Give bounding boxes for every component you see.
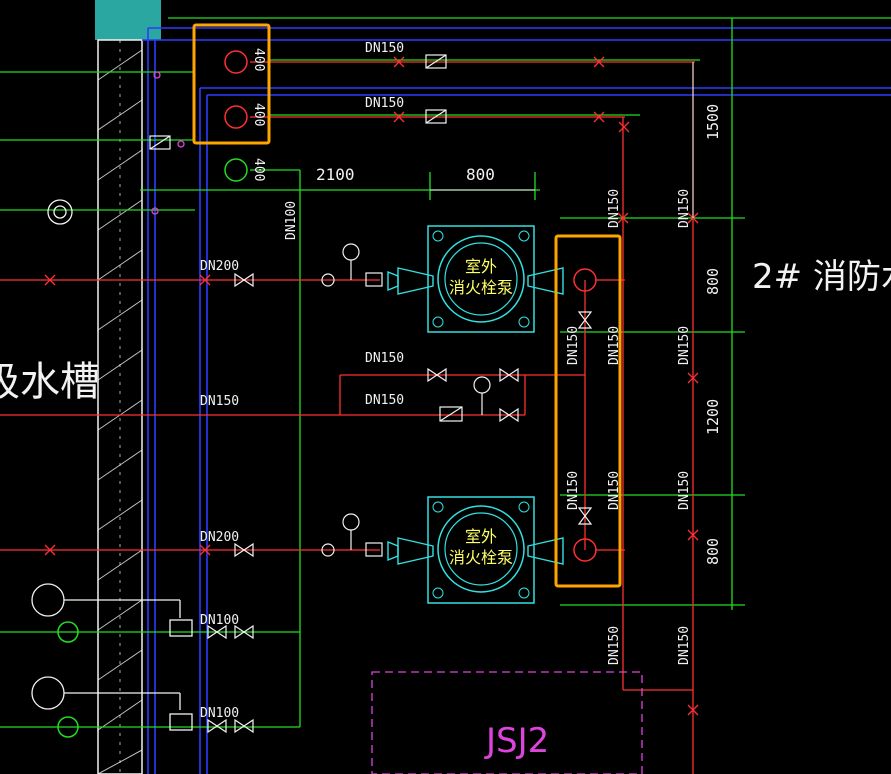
label-dn150-v6: DN150: [566, 471, 581, 510]
label-dn150-v2: DN150: [677, 189, 692, 228]
label-400-c: 400: [251, 158, 266, 181]
label-dn100-a: DN100: [200, 613, 239, 628]
room-labels: 吸水槽 2# 消防水 JSJ2: [0, 257, 891, 761]
label-400-a: 400: [251, 48, 266, 71]
label-dn150-v5: DN150: [677, 326, 692, 365]
tank-label: 吸水槽: [0, 359, 100, 405]
label-dn150-v3: DN150: [566, 326, 581, 365]
magenta-markers: [151, 71, 643, 774]
label-800-r2: 800: [704, 538, 722, 565]
building-walls: [95, 0, 891, 774]
label-dn150-v4: DN150: [607, 326, 622, 365]
label-dn150-mid2: DN150: [365, 393, 404, 408]
label-dn150-top2: DN150: [365, 96, 404, 111]
label-400-b: 400: [251, 103, 266, 126]
label-dn150-left: DN150: [200, 394, 239, 409]
pump1-label-line2: 消火栓泵: [449, 278, 513, 297]
label-dn150-v10: DN150: [677, 626, 692, 665]
highlight-boxes: [192, 23, 622, 588]
label-dn150-v1: DN150: [607, 189, 622, 228]
label-dn100-b: DN100: [200, 706, 239, 721]
pump-2: [427, 496, 535, 604]
green-pipes: [0, 17, 891, 728]
label-dn200-lower: DN200: [200, 530, 239, 545]
label-dn150-v8: DN150: [677, 471, 692, 510]
pump-labels: 室外 消火栓泵 室外 消火栓泵: [449, 257, 513, 567]
pressure-gauges: [321, 243, 491, 557]
pump1-label-line1: 室外: [465, 257, 497, 276]
dimension-lines: [430, 62, 694, 218]
label-800-r1: 800: [704, 268, 722, 295]
pump2-label-line2: 消火栓泵: [449, 548, 513, 567]
pump-1: [427, 225, 535, 333]
check-valves: [149, 54, 463, 422]
label-dn150-v7: DN150: [607, 471, 622, 510]
label-2100: 2100: [316, 165, 355, 184]
float-valves: [31, 199, 193, 731]
riser-circles-green: [57, 158, 248, 738]
room-label: 2# 消防水: [752, 257, 891, 297]
pump-connectors: [387, 267, 564, 565]
gate-valves: [207, 272, 593, 734]
label-dn100-vertical: DN100: [284, 201, 299, 240]
label-dn200-upper: DN200: [200, 259, 239, 274]
label-1200: 1200: [704, 399, 722, 435]
riser-circles-red: [224, 50, 597, 562]
label-800-top: 800: [466, 165, 495, 184]
jsj2-label: JSJ2: [484, 721, 549, 761]
label-dn150-top1: DN150: [365, 41, 404, 56]
label-1500: 1500: [704, 104, 722, 140]
label-dn150-v9: DN150: [607, 626, 622, 665]
pipe-break-marks: [44, 56, 699, 716]
text-labels: DN150 DN150 400 400 400 2100 800 1500 80…: [200, 41, 722, 721]
pump2-label-line1: 室外: [465, 527, 497, 546]
label-dn150-mid1: DN150: [365, 351, 404, 366]
